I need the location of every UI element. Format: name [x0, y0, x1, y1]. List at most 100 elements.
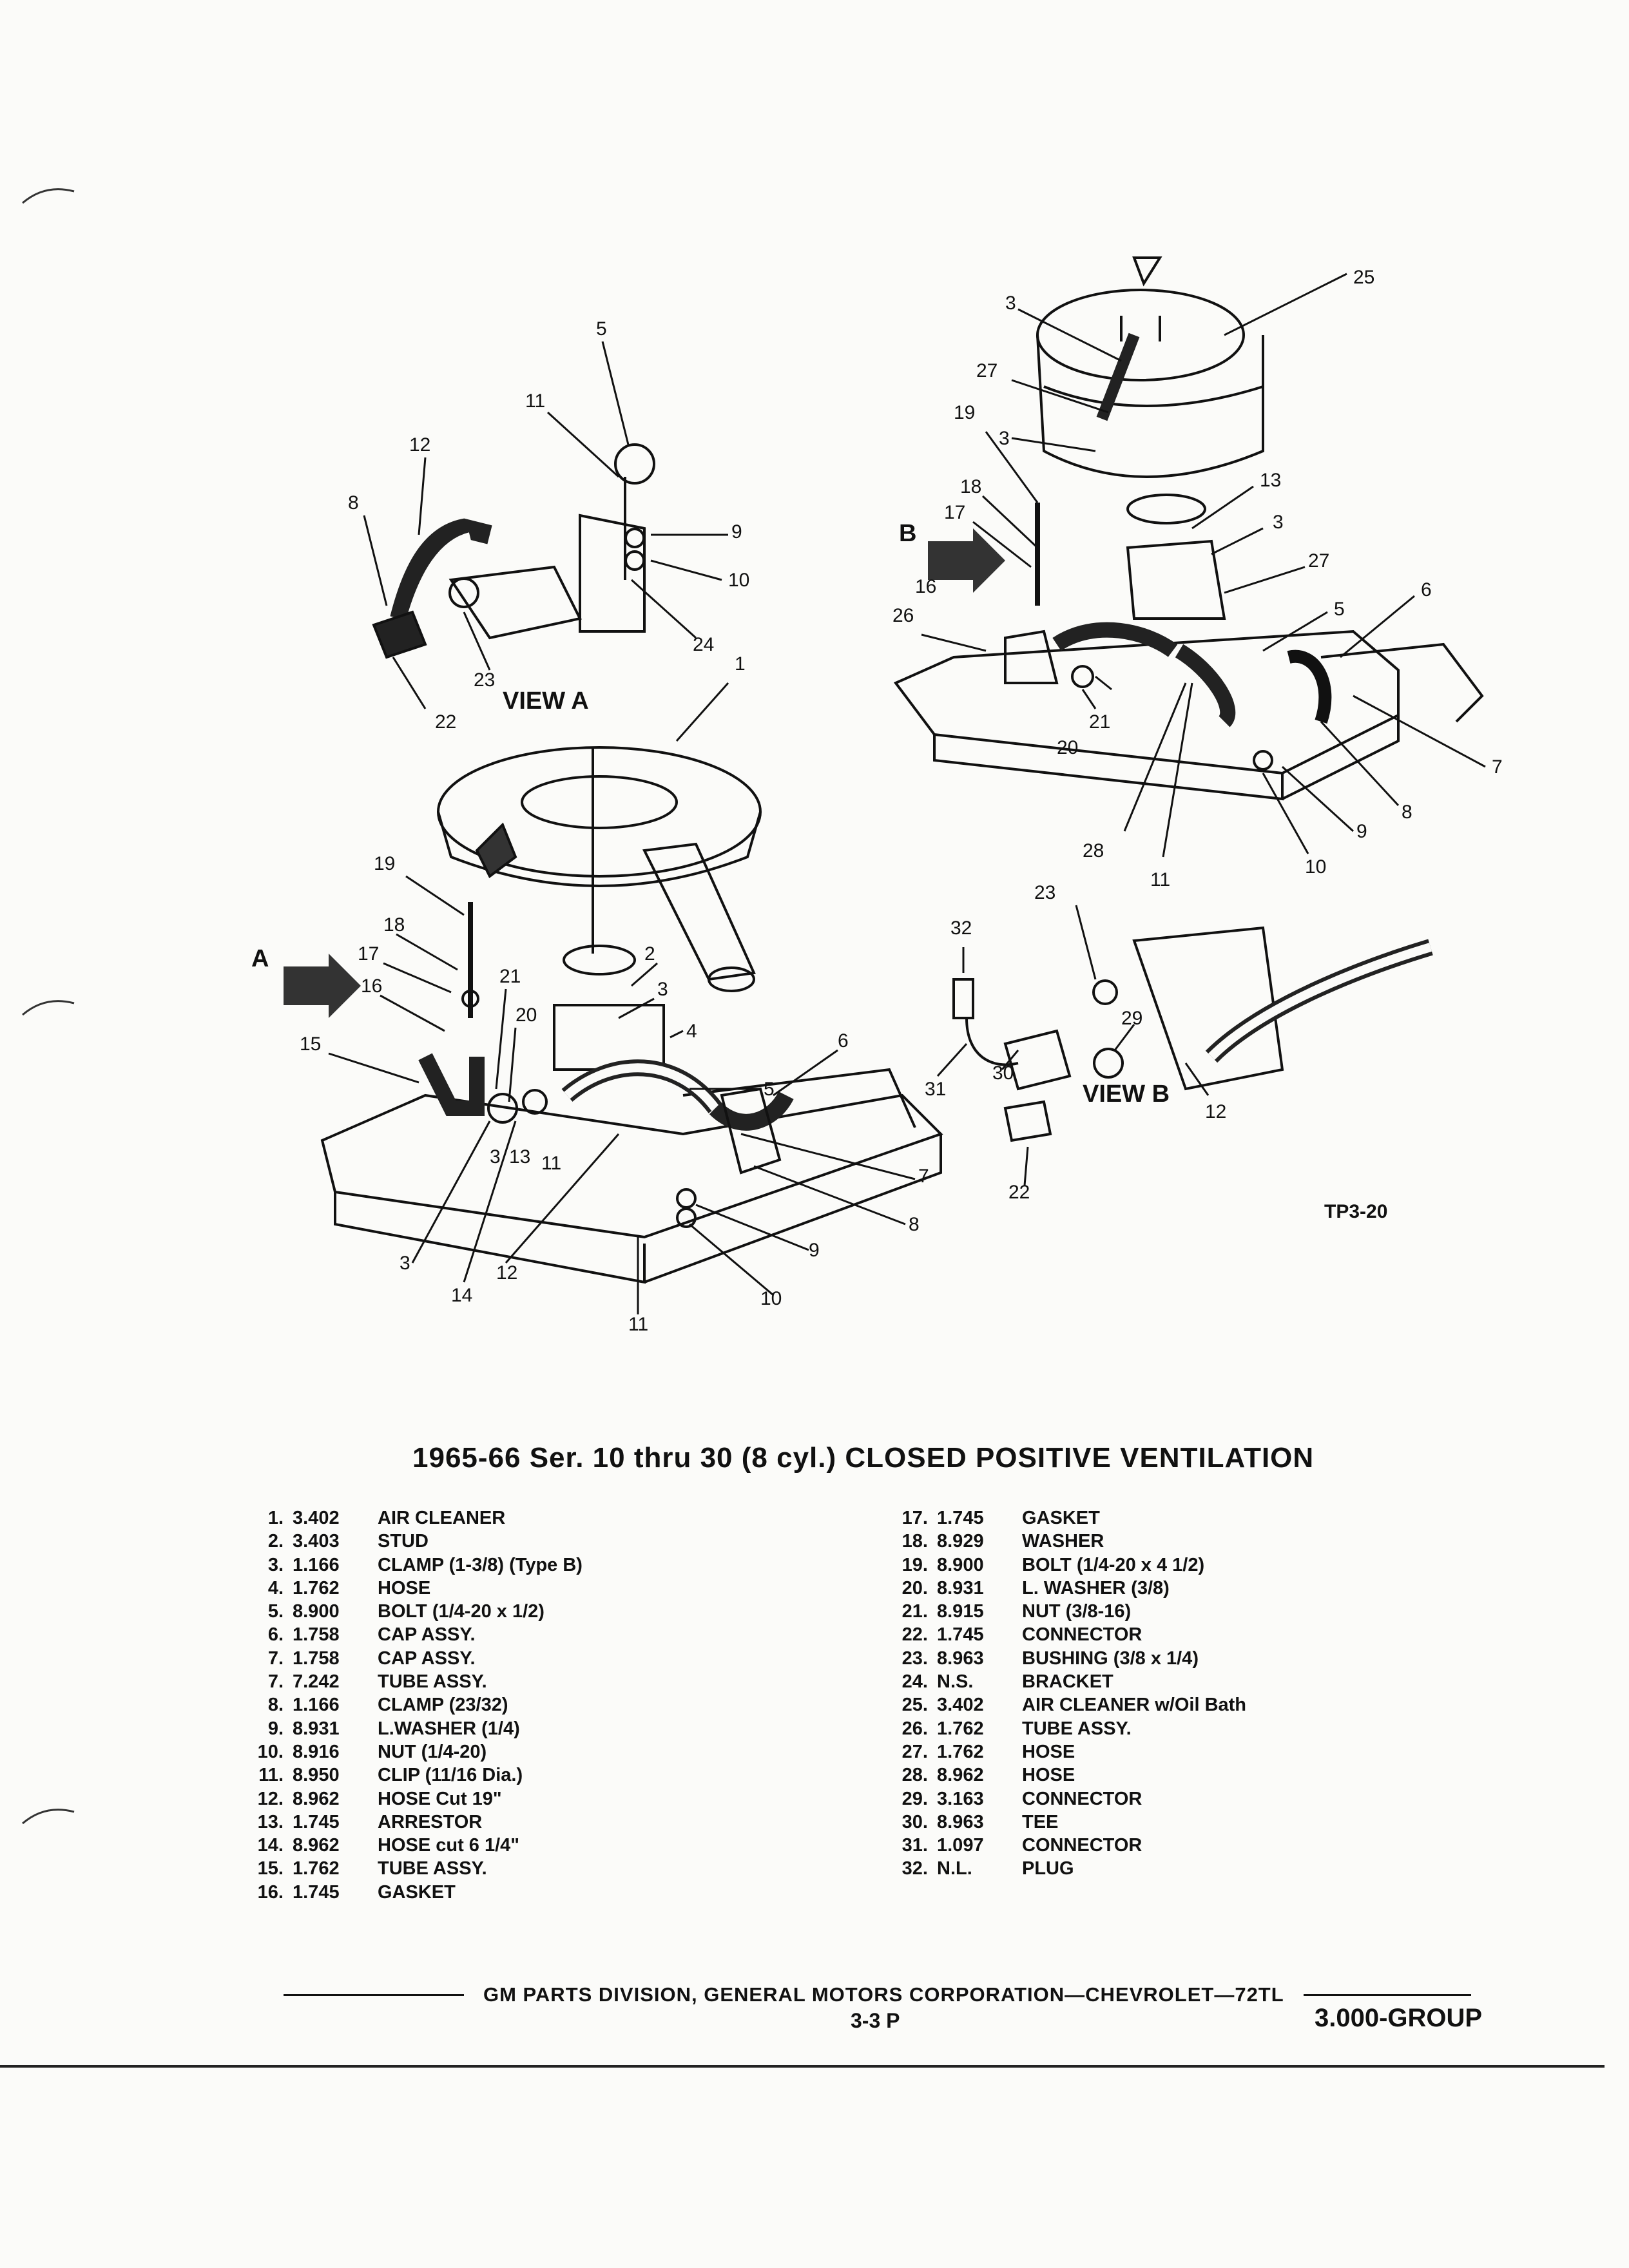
- callout-number: 22: [435, 711, 456, 733]
- part-number: 9.: [267, 1718, 284, 1739]
- part-description: TUBE ASSY.: [378, 1671, 487, 1693]
- part-group-code: 1.097: [937, 1835, 984, 1856]
- part-group-code: 1.758: [293, 1648, 340, 1669]
- part-description: BRACKET: [1022, 1671, 1113, 1693]
- part-group-code: 8.929: [937, 1531, 984, 1552]
- part-number: 23.: [901, 1648, 928, 1669]
- callout-number: 5: [596, 318, 607, 340]
- callout-number: 5: [1334, 599, 1345, 620]
- part-number: 5.: [267, 1601, 284, 1622]
- callout-number: 27: [976, 360, 998, 381]
- part-description: TUBE ASSY.: [1022, 1718, 1132, 1739]
- part-number: 21.: [901, 1601, 928, 1622]
- part-description: L. WASHER (3/8): [1022, 1577, 1170, 1599]
- callout-number: 9: [1356, 821, 1367, 842]
- part-group-code: 1.745: [293, 1811, 340, 1832]
- part-group-code: 8.900: [937, 1554, 984, 1575]
- callout-number: 3: [400, 1253, 410, 1274]
- callout-number: 6: [838, 1030, 849, 1052]
- parts-list-item: 24.N.S.BRACKET: [876, 1671, 1246, 1695]
- part-number: 16.: [257, 1881, 284, 1903]
- callout-number: 14: [451, 1285, 472, 1306]
- part-group-code: 1.762: [293, 1577, 340, 1599]
- callout-number: 26: [892, 605, 914, 626]
- callout-numbers: 5 11 12 8 9 10 24 23 22 1 19 18 17 16 15…: [300, 267, 1503, 1335]
- callout-number: 3: [490, 1146, 501, 1168]
- part-group-code: 1.745: [937, 1624, 984, 1646]
- bottom-rule: [0, 2065, 1605, 2068]
- callout-number: 18: [960, 476, 981, 497]
- callout-number: 12: [1205, 1101, 1226, 1122]
- callout-number: 21: [1089, 711, 1110, 733]
- part-description: CAP ASSY.: [378, 1624, 476, 1646]
- part-group-code: 8.962: [293, 1788, 340, 1809]
- part-number: 2.: [267, 1531, 284, 1552]
- view-arrow-a: A: [251, 945, 361, 1018]
- margin-mark: [22, 1000, 75, 1016]
- part-group-code: N.S.: [937, 1671, 974, 1693]
- part-description: CAP ASSY.: [378, 1648, 476, 1669]
- callout-number: 10: [760, 1288, 782, 1309]
- callout-number: 28: [1083, 840, 1104, 861]
- callout-number: 16: [915, 576, 936, 597]
- callout-number: 32: [950, 918, 972, 939]
- part-description: PLUG: [1022, 1858, 1074, 1879]
- part-number: 29.: [901, 1788, 928, 1809]
- callout-number: 23: [1034, 882, 1055, 903]
- part-number: 30.: [901, 1811, 928, 1832]
- callout-number: 25: [1353, 267, 1374, 288]
- part-group-code: 1.166: [293, 1695, 340, 1716]
- footer-rule-right: [1303, 1994, 1471, 1996]
- callout-number: 23: [474, 669, 495, 691]
- oil-bath-assembly: [893, 256, 1484, 801]
- callout-number: 20: [1057, 737, 1078, 758]
- part-description: HOSE: [1022, 1741, 1075, 1762]
- part-description: L.WASHER (1/4): [378, 1718, 520, 1739]
- part-number: 19.: [901, 1554, 928, 1575]
- part-description: STUD: [378, 1531, 429, 1552]
- part-number: 15.: [257, 1858, 284, 1879]
- part-group-code: 8.962: [937, 1765, 984, 1786]
- part-description: BUSHING (3/8 x 1/4): [1022, 1648, 1199, 1669]
- part-description: CONNECTOR: [1022, 1788, 1142, 1809]
- part-group-code: 8.963: [937, 1648, 984, 1669]
- part-description: AIR CLEANER w/Oil Bath: [1022, 1695, 1247, 1716]
- callout-number: 8: [1402, 802, 1412, 823]
- part-group-code: 1.166: [293, 1554, 340, 1575]
- part-group-code: 1.745: [937, 1508, 984, 1528]
- part-description: GASKET: [378, 1881, 456, 1903]
- part-number: 10.: [257, 1741, 284, 1762]
- callout-number: 11: [628, 1314, 648, 1335]
- footer-division: GM PARTS DIVISION, GENERAL MOTORS CORPOR…: [483, 1983, 1284, 2006]
- page-number: 3-3 P: [851, 2009, 900, 2032]
- part-description: HOSE cut 6 1/4": [378, 1835, 520, 1856]
- part-group-code: 1.762: [937, 1718, 984, 1739]
- part-number: 1.: [267, 1508, 284, 1528]
- callout-number: A: [251, 945, 269, 972]
- callout-number: 2: [644, 943, 655, 965]
- footer-rule-left: [284, 1994, 464, 1996]
- callout-number: 12: [496, 1262, 517, 1283]
- callout-number: 17: [358, 943, 379, 965]
- part-group-code: 1.762: [293, 1858, 340, 1879]
- parts-list-item: 9. 8.931 L.WASHER (1/4): [232, 1718, 583, 1742]
- part-description: HOSE Cut 19": [378, 1788, 502, 1809]
- part-number: 20.: [901, 1577, 928, 1599]
- part-group-code: 8.931: [293, 1718, 340, 1739]
- part-number: 18.: [901, 1531, 928, 1552]
- callout-number: 8: [909, 1214, 920, 1235]
- part-description: AIR CLEANER: [378, 1508, 506, 1528]
- callout-number: 11: [1150, 869, 1170, 890]
- part-group-code: 3.402: [937, 1695, 984, 1716]
